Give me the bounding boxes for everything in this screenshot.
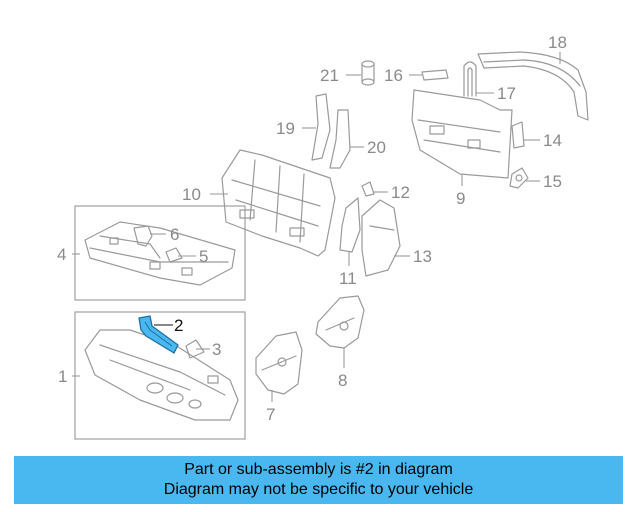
callout-16: 16 xyxy=(384,66,403,85)
callout-18: 18 xyxy=(548,33,567,52)
part-14-shape xyxy=(511,121,525,149)
parts-diagram: 1 2 3 4 5 6 7 8 9 10 11 12 13 14 15 16 1… xyxy=(57,33,589,440)
part-12-shape xyxy=(361,181,375,197)
part-21-shape xyxy=(361,60,375,86)
part-18-shape xyxy=(477,51,589,121)
banner-line-1: Part or sub-assembly is #2 in diagram xyxy=(184,461,453,478)
callout-5: 5 xyxy=(199,247,208,266)
part-5-shape xyxy=(165,247,183,263)
callout-4: 4 xyxy=(57,245,66,264)
callout-19: 19 xyxy=(276,119,295,138)
callout-11: 11 xyxy=(339,269,357,288)
callout-9: 9 xyxy=(456,189,465,208)
callout-7: 7 xyxy=(266,405,275,424)
part-9-shape xyxy=(411,89,513,179)
part-4-shape xyxy=(84,221,236,286)
callout-14: 14 xyxy=(543,131,562,150)
callout-3: 3 xyxy=(212,340,221,359)
part-3-shape xyxy=(185,339,205,359)
part-6-shape xyxy=(133,225,153,247)
callout-21: 21 xyxy=(320,66,339,85)
callout-13: 13 xyxy=(413,247,432,266)
part-2-shape-highlighted xyxy=(138,315,179,354)
part-7-shape xyxy=(255,331,303,395)
part-17-shape xyxy=(463,61,477,97)
info-banner: Part or sub-assembly is #2 in diagram Di… xyxy=(14,456,623,504)
part-15-shape xyxy=(509,167,529,189)
part-19-shape xyxy=(311,93,331,161)
callout-2: 2 xyxy=(174,316,183,335)
part-11-shape xyxy=(339,197,361,253)
callout-10: 10 xyxy=(182,185,201,204)
part-13-shape xyxy=(361,199,401,277)
part-8-shape xyxy=(315,295,365,349)
part-10-shape xyxy=(221,149,336,257)
part-1-shape xyxy=(84,329,239,421)
callout-15: 15 xyxy=(543,172,562,191)
banner-line-2: Diagram may not be specific to your vehi… xyxy=(163,481,474,498)
callout-8: 8 xyxy=(338,371,347,390)
callout-6: 6 xyxy=(170,225,179,244)
part-16-shape xyxy=(421,69,449,81)
callout-1: 1 xyxy=(58,367,67,386)
callout-17: 17 xyxy=(497,84,516,103)
callout-12: 12 xyxy=(391,183,410,202)
part-20-shape xyxy=(329,109,351,169)
group-box-4 xyxy=(74,205,246,301)
callout-20: 20 xyxy=(367,138,386,157)
